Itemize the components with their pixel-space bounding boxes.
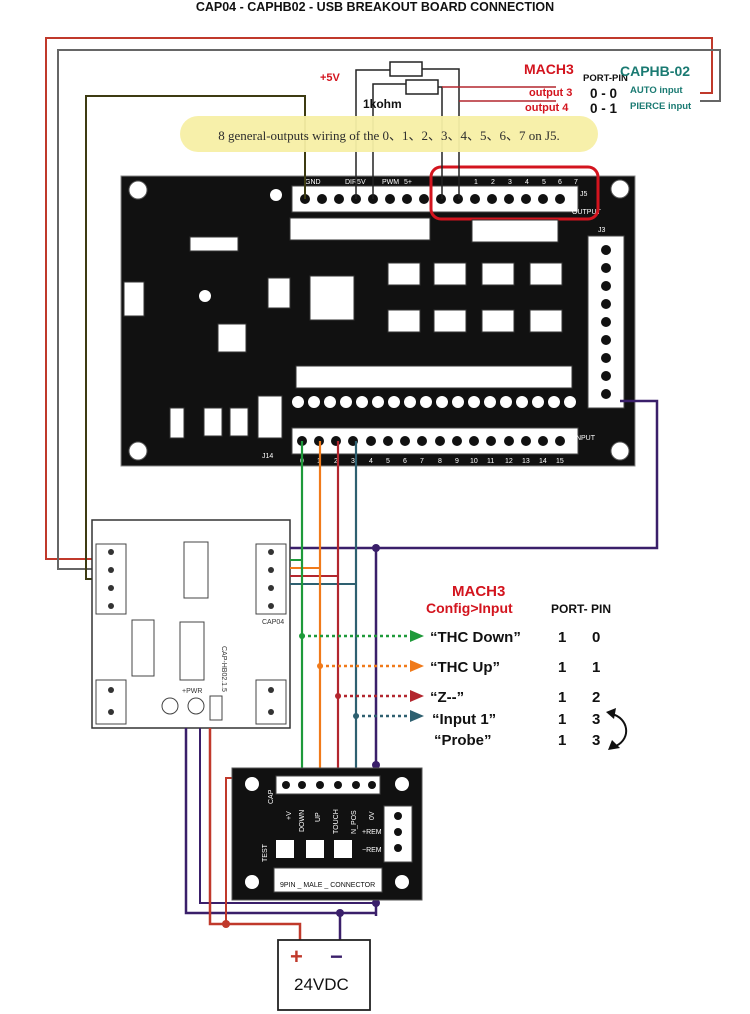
top-pin-label-1: 1 bbox=[474, 179, 478, 186]
svg-text:“Z--”: “Z--” bbox=[430, 689, 464, 706]
mach3-top-label: MACH3 bbox=[524, 61, 574, 77]
svg-text:“Input 1”: “Input 1” bbox=[432, 711, 496, 728]
top-terminals bbox=[300, 194, 565, 204]
caphb-pwr: +PWR bbox=[182, 688, 202, 695]
svg-text:TOUCH: TOUCH bbox=[333, 809, 340, 834]
caphb-cap04: CAP04 bbox=[262, 619, 284, 626]
svg-text:1: 1 bbox=[558, 629, 566, 646]
pierce-wire bbox=[57, 49, 721, 570]
svg-text:15: 15 bbox=[556, 458, 564, 465]
svg-text:“THC Down”: “THC Down” bbox=[430, 629, 521, 646]
mach3-input-title: MACH3 bbox=[452, 583, 505, 600]
svg-text:UP: UP bbox=[315, 812, 322, 822]
output4-pins: 0 - 1 bbox=[590, 101, 618, 116]
cap-rem-minus: −REM bbox=[362, 847, 382, 854]
mach3-input-row-4: “Probe” 1 3 bbox=[434, 732, 600, 749]
j5-highlight bbox=[429, 165, 600, 221]
input-arrows bbox=[299, 630, 424, 722]
breakout-board: GND DIR5V PWM 5+ 1 2 3 4 5 6 7 J5 OUTPUT bbox=[120, 165, 636, 467]
svg-text:1: 1 bbox=[558, 659, 566, 676]
svg-text:1: 1 bbox=[558, 689, 566, 706]
svg-text:10: 10 bbox=[470, 458, 478, 465]
psu-plus: + bbox=[290, 944, 303, 969]
cap-connector-label: 9PIN _ MALE _ CONNECTOR bbox=[280, 882, 375, 889]
j14-label: J14 bbox=[262, 453, 273, 460]
svg-text:6: 6 bbox=[403, 458, 407, 465]
j5-label: J5 bbox=[580, 191, 588, 198]
input-label: INPUT bbox=[574, 435, 596, 442]
cap-cap-label: CAP bbox=[268, 789, 275, 804]
mach3-input-row-2: “Z--” 1 2 bbox=[430, 689, 600, 706]
svg-text:0V: 0V bbox=[369, 811, 376, 820]
svg-text:N_POS: N_POS bbox=[351, 810, 358, 834]
pierce-input-label: PIERCE input bbox=[630, 101, 692, 112]
top-pin-label-5: 5+ bbox=[404, 179, 412, 186]
plus5v-label: +5V bbox=[320, 72, 341, 84]
svg-text:4: 4 bbox=[369, 458, 373, 465]
page-title: CAP04 - CAPHB02 - USB BREAKOUT BOARD CON… bbox=[195, 0, 555, 14]
top-pin-label-5b: 5 bbox=[542, 179, 546, 186]
svg-text:1: 1 bbox=[558, 711, 566, 728]
cap-test-label: TEST bbox=[262, 843, 269, 862]
caphb02-board: CAP-HB02.1.5 +PWR CAP04 bbox=[91, 519, 291, 729]
swap-arrow-icon bbox=[611, 713, 627, 747]
cap-rem-plus: +REM bbox=[362, 829, 382, 836]
svg-text:14: 14 bbox=[539, 458, 547, 465]
psu-minus: − bbox=[330, 944, 343, 969]
svg-text:11: 11 bbox=[487, 458, 494, 465]
svg-text:5: 5 bbox=[386, 458, 390, 465]
svg-text:0: 0 bbox=[592, 629, 600, 646]
wiring-note: 8 general-outputs wiring of the 0、1、2、3、… bbox=[180, 116, 598, 152]
svg-text:“THC Up”: “THC Up” bbox=[430, 659, 500, 676]
top-pin-label-4: 4 bbox=[525, 179, 529, 186]
output4-label: output 4 bbox=[525, 102, 569, 114]
output3-pins: 0 - 0 bbox=[590, 86, 617, 101]
top-pin-label-3: 3 bbox=[508, 179, 512, 186]
svg-text:3: 3 bbox=[592, 732, 600, 749]
svg-text:2: 2 bbox=[334, 458, 338, 465]
j3-label: J3 bbox=[598, 227, 606, 234]
svg-text:“Probe”: “Probe” bbox=[434, 732, 492, 749]
output3-label: output 3 bbox=[529, 87, 572, 99]
caphb-model: CAP-HB02.1.5 bbox=[220, 646, 227, 692]
top-pin-label-7: 7 bbox=[574, 179, 578, 186]
svg-text:1: 1 bbox=[592, 659, 600, 676]
svg-text:3: 3 bbox=[351, 458, 355, 465]
svg-text:+V: +V bbox=[286, 811, 293, 820]
mach3-input-subtitle: Config>Input bbox=[426, 600, 513, 616]
port-pin-top-label: PORT-PIN bbox=[583, 73, 628, 84]
svg-text:8: 8 bbox=[438, 458, 442, 465]
mach3-input-row-3: “Input 1” 1 3 bbox=[432, 711, 600, 728]
caphb-label: CAPHB-02 bbox=[620, 63, 690, 79]
mach3-input-header: PORT- PIN bbox=[551, 602, 611, 616]
psu-label: 24VDC bbox=[294, 975, 349, 994]
auto-input-label: AUTO input bbox=[630, 85, 683, 96]
top-pin-label-6: 6 bbox=[558, 179, 562, 186]
svg-text:12: 12 bbox=[505, 458, 513, 465]
cap-board: 9PIN _ MALE _ CONNECTOR TEST CAP +V DOWN… bbox=[231, 767, 423, 901]
resistor-network bbox=[355, 61, 460, 199]
svg-text:DOWN: DOWN bbox=[299, 810, 306, 832]
power-supply: + − 24VDC bbox=[277, 939, 371, 1011]
mach3-input-row-0: “THC Down” 1 0 bbox=[430, 629, 600, 646]
resistor-label: 1kohm bbox=[363, 97, 402, 111]
auto-wire bbox=[45, 37, 713, 560]
svg-text:7: 7 bbox=[420, 458, 424, 465]
top-pin-label-gnd: GND bbox=[305, 179, 321, 186]
svg-text:9: 9 bbox=[455, 458, 459, 465]
svg-text:3: 3 bbox=[592, 711, 600, 728]
svg-text:2: 2 bbox=[592, 689, 600, 706]
top-pin-label-pwm: PWM bbox=[382, 179, 399, 186]
mach3-input-row-1: “THC Up” 1 1 bbox=[430, 659, 600, 676]
svg-text:13: 13 bbox=[522, 458, 530, 465]
top-pin-label-2: 2 bbox=[491, 179, 495, 186]
output-label: OUTPUT bbox=[572, 209, 602, 216]
svg-text:1: 1 bbox=[558, 732, 566, 749]
